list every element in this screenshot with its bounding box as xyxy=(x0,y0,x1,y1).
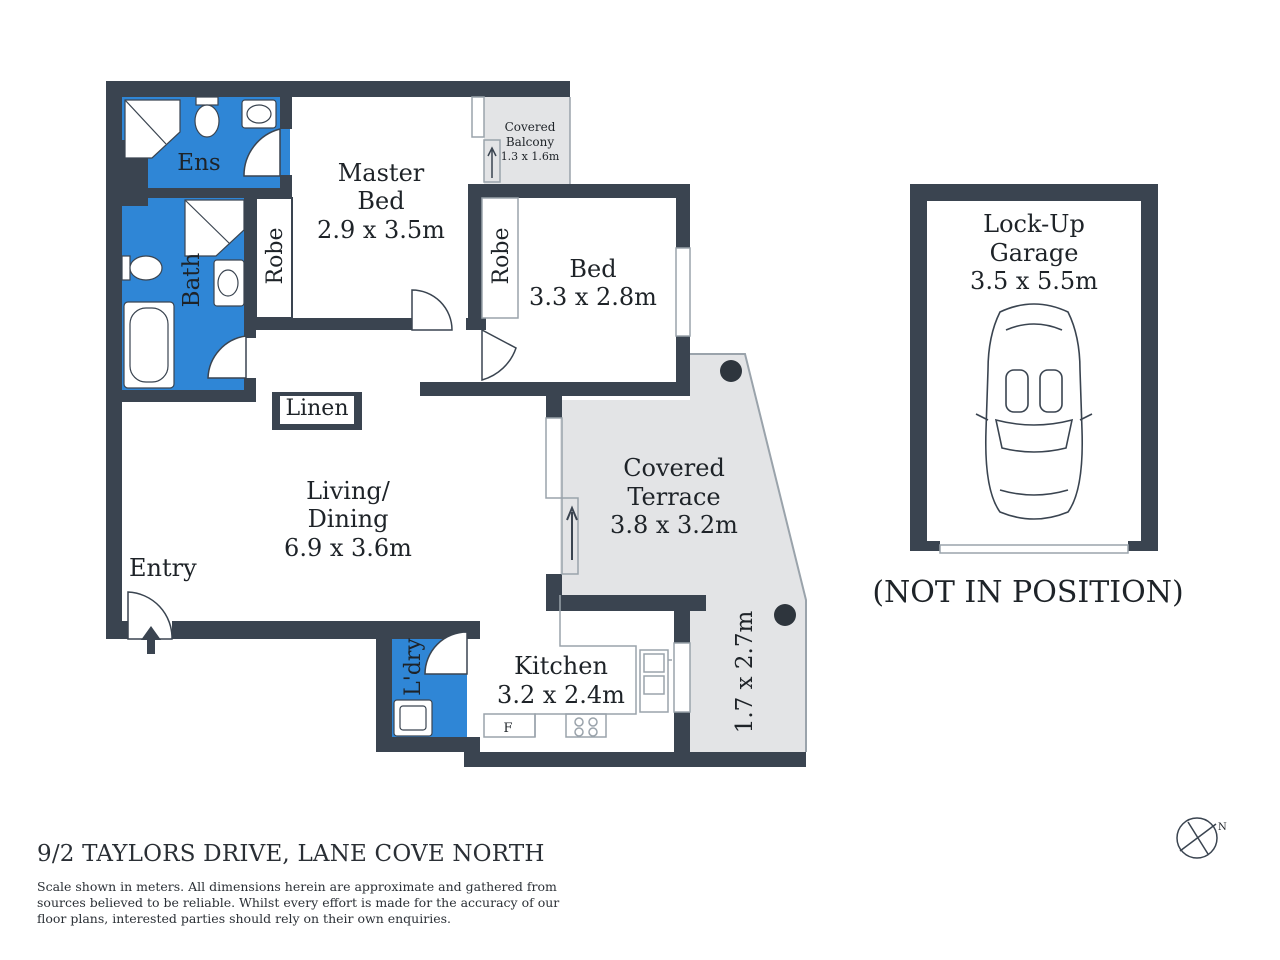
entry-door xyxy=(127,591,173,640)
doors xyxy=(127,128,517,675)
property-address: 9/2 TAYLORS DRIVE, LANE COVE NORTH xyxy=(37,841,545,867)
entry-label: Entry xyxy=(129,554,197,582)
disclaimer-text: Scale shown in meters. All dimensions he… xyxy=(37,879,560,926)
terrace-lower-size: 1.7 x 2.7m xyxy=(732,611,758,734)
balcony-label-1: Covered xyxy=(505,120,556,134)
robe-bed-label: Robe xyxy=(489,228,514,285)
laundry-door xyxy=(424,631,468,675)
master-bed-size: 2.9 x 3.5m xyxy=(317,216,445,244)
laundry-fixtures xyxy=(393,699,433,737)
kitchen-size: 3.2 x 2.4m xyxy=(497,681,625,709)
ensuite-door xyxy=(243,128,281,177)
bed-size: 3.3 x 2.8m xyxy=(529,283,657,311)
terrace-floor xyxy=(560,354,806,752)
living-label-1: Living/ xyxy=(306,477,391,505)
bed-door xyxy=(481,328,517,381)
terrace-post-bottom xyxy=(774,604,796,626)
fridge-label: F xyxy=(503,721,512,736)
laundry-label: L'dry xyxy=(401,638,426,696)
master-bed-label-1: Master xyxy=(338,159,425,187)
robe-master-label: Robe xyxy=(263,228,288,285)
ensuite-fixtures xyxy=(124,96,277,159)
bath-label: Bath xyxy=(179,252,205,307)
bed-label: Bed xyxy=(569,255,616,283)
robe-master-box xyxy=(255,197,293,319)
living-label-2: Dining xyxy=(308,505,389,533)
balcony-label-2: Balcony xyxy=(506,135,554,149)
ensuite-label: Ens xyxy=(177,150,220,176)
north-compass-icon: N xyxy=(1176,817,1227,859)
garage-label-2: Garage xyxy=(990,239,1079,267)
entry-arrow-icon xyxy=(141,626,161,654)
terrace-post-top xyxy=(720,360,742,382)
garage-size: 3.5 x 5.5m xyxy=(970,267,1098,295)
living-size: 6.9 x 3.6m xyxy=(284,534,412,562)
room-labels: Ens Master Bed 2.9 x 3.5m Covered Balcon… xyxy=(129,120,1184,736)
kitchen-label: Kitchen xyxy=(514,652,608,680)
balcony-arrow-icon xyxy=(487,146,497,178)
garage-label-1: Lock-Up xyxy=(983,210,1085,238)
master-bed-label-2: Bed xyxy=(357,187,404,215)
convertible-car-icon xyxy=(975,303,1093,520)
kitchen-fixtures xyxy=(483,595,672,738)
bath-door xyxy=(207,335,247,379)
linen-label: Linen xyxy=(285,396,348,421)
master-door xyxy=(411,289,453,331)
terrace-label-2: Terrace xyxy=(627,483,720,511)
garage-note: (NOT IN POSITION) xyxy=(872,575,1183,610)
terrace-size: 3.8 x 3.2m xyxy=(610,511,738,539)
bath-fixtures xyxy=(121,199,245,389)
terrace-label-1: Covered xyxy=(623,454,725,482)
windows xyxy=(471,96,1129,713)
terrace-edge xyxy=(690,353,807,752)
balcony-size: 1.3 x 1.6m xyxy=(501,150,560,163)
robe-bed-box xyxy=(481,197,519,319)
svg-text:N: N xyxy=(1218,822,1227,833)
terrace-door-arrow-icon xyxy=(566,505,578,560)
linen-box xyxy=(280,396,354,424)
